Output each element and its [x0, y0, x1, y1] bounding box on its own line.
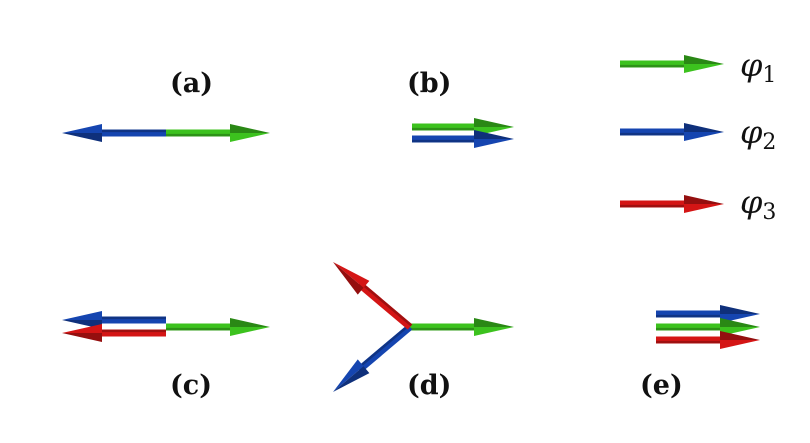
legend-arrow-phi3-head-dark: [684, 195, 724, 204]
legend-subscript-phi2: 2: [762, 130, 776, 155]
arrow-d-phi2-shaft-shade: [356, 324, 410, 370]
arrow-c-phi3-head-dark: [62, 333, 102, 342]
legend-item-phi1: φ1: [620, 46, 776, 88]
arrow-d-phi2: [333, 324, 413, 392]
legend-item-phi3: φ3: [620, 183, 776, 225]
arrow-c-phi1-head-light: [230, 327, 270, 336]
arrow-e-phi1-head-dark: [720, 318, 760, 327]
legend-arrow-phi3-head-light: [684, 204, 724, 213]
panel-label-c: (c): [170, 370, 212, 401]
arrow-c-phi2: [62, 311, 166, 329]
arrow-b-phi2-head-dark: [474, 130, 514, 139]
legend-label-phi2: φ2: [740, 113, 776, 155]
panel-label-e: (e): [640, 370, 683, 401]
panel-b-arrows: [412, 118, 514, 148]
arrow-d-phi2-head-dark: [333, 366, 370, 392]
arrow-e-phi1: [656, 318, 760, 336]
arrow-e-phi3: [656, 331, 760, 349]
panel-e-arrows: [656, 305, 760, 349]
legend-arrow-phi2-head-dark: [684, 123, 724, 132]
legend-arrow-phi2-head-light: [684, 132, 724, 141]
arrow-a-phi2-head-light: [62, 124, 102, 133]
arrow-e-phi3-head-light: [720, 340, 760, 349]
arrow-d-phi3-head-light: [333, 262, 370, 288]
panel-a-arrows: [62, 124, 270, 142]
arrow-b-phi2: [412, 130, 514, 148]
legend-item-phi2: φ2: [620, 113, 776, 155]
arrow-e-phi3-head-dark: [720, 331, 760, 340]
arrow-b-phi2-head-light: [474, 139, 514, 148]
arrow-a-phi1: [166, 124, 270, 142]
panel-c-arrows: [62, 311, 270, 342]
arrow-a-phi1-head-light: [230, 133, 270, 142]
arrow-d-phi3-head-dark: [333, 262, 364, 295]
arrow-a-phi2: [62, 124, 166, 142]
panel-label-a: (a): [170, 68, 213, 99]
legend-arrow-phi1: [620, 55, 724, 73]
arrow-c-phi3-head-light: [62, 324, 102, 333]
arrow-e-phi2: [656, 305, 760, 323]
arrow-c-phi3: [62, 324, 166, 342]
legend: φ1 φ2 φ3: [620, 46, 776, 225]
arrow-b-phi1-head-dark: [474, 118, 514, 127]
arrow-d-phi3-shaft: [356, 281, 413, 330]
legend-symbol-phi3: φ: [740, 183, 763, 221]
arrow-d-phi3: [333, 262, 413, 330]
arrow-d-phi1-head-dark: [474, 318, 514, 327]
arrow-c-phi1-head-dark: [230, 318, 270, 327]
arrow-a-phi1-head-dark: [230, 124, 270, 133]
legend-arrow-phi3: [620, 195, 724, 213]
legend-label-phi3: φ3: [740, 183, 776, 225]
legend-symbol-phi2: φ: [740, 113, 763, 151]
legend-arrow-phi2: [620, 123, 724, 141]
arrow-d-phi2-shaft: [356, 324, 413, 373]
arrow-a-phi2-head-dark: [62, 133, 102, 142]
legend-label-phi1: φ1: [740, 46, 776, 88]
legend-arrow-phi1-head-light: [684, 64, 724, 73]
panel-label-d: (d): [407, 370, 451, 401]
arrow-d-phi1-head-light: [474, 327, 514, 336]
panel-d-arrows: [333, 262, 514, 392]
arrow-d-phi1: [410, 318, 514, 336]
legend-arrow-phi1-head-dark: [684, 55, 724, 64]
legend-symbol-phi1: φ: [740, 46, 763, 84]
arrow-c-phi1: [166, 318, 270, 336]
legend-subscript-phi1: 1: [762, 63, 776, 88]
arrow-d-phi3-shaft-shade: [359, 281, 413, 327]
panel-label-b: (b): [407, 68, 451, 99]
arrow-d-phi2-head-light: [333, 359, 364, 392]
arrow-b-phi1: [412, 118, 514, 136]
legend-subscript-phi3: 3: [762, 200, 776, 225]
arrow-c-phi2-head-light: [62, 311, 102, 320]
arrow-e-phi2-head-dark: [720, 305, 760, 314]
